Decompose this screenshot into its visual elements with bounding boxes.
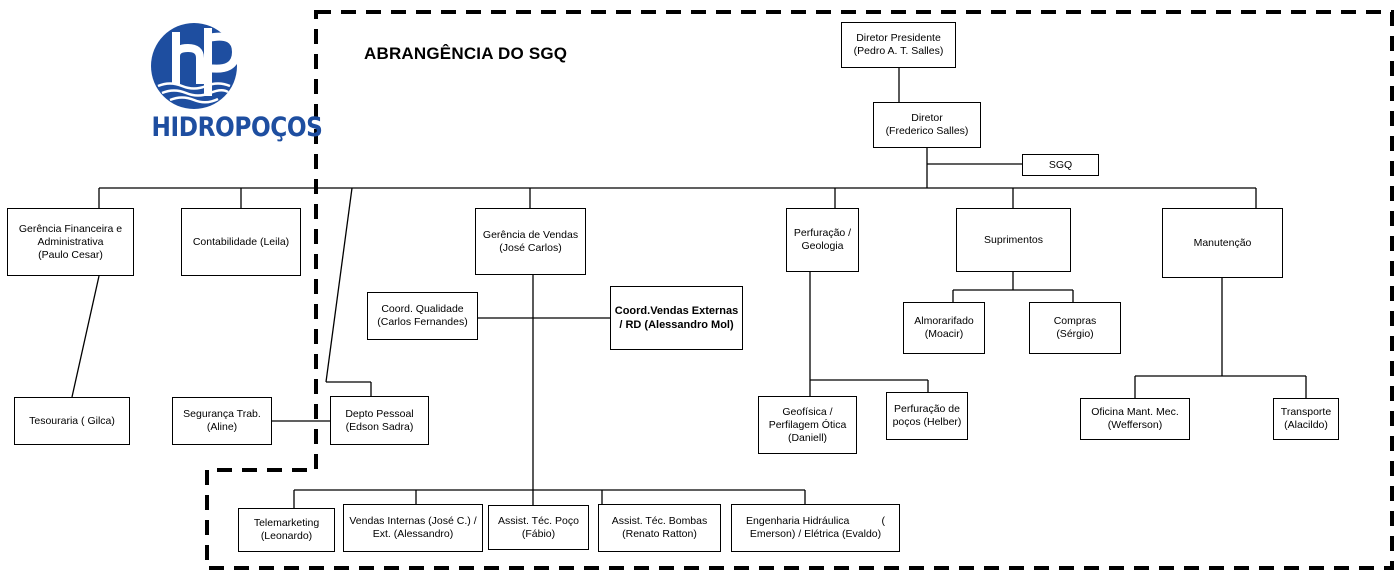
node-diretor: Diretor(Frederico Salles) xyxy=(873,102,981,148)
node-vendas-internas: Vendas Internas (José C.) /Ext. (Alessan… xyxy=(343,504,483,552)
node-geofisica: Geofísica /Perfilagem Ótica(Daniell) xyxy=(758,396,857,454)
node-assist-poco: Assist. Téc. Poço(Fábio) xyxy=(488,505,589,550)
node-engenharia: Engenharia Hidráulica (Emerson) / Elétri… xyxy=(731,504,900,552)
node-gerencia-vendas: Gerência de Vendas(José Carlos) xyxy=(475,208,586,275)
node-perfuracao-geologia: Perfuração /Geologia xyxy=(786,208,859,272)
node-sgq: SGQ xyxy=(1022,154,1099,176)
node-diretor-presidente: Diretor Presidente(Pedro A. T. Salles) xyxy=(841,22,956,68)
node-compras: Compras(Sérgio) xyxy=(1029,302,1121,354)
node-seguranca-trab: Segurança Trab.(Aline) xyxy=(172,397,272,445)
hidropocos-emblem xyxy=(151,23,241,109)
node-manutencao: Manutenção xyxy=(1162,208,1283,278)
node-contabilidade: Contabilidade (Leila) xyxy=(181,208,301,276)
node-telemarketing: Telemarketing(Leonardo) xyxy=(238,508,335,552)
node-assist-bombas: Assist. Téc. Bombas(Renato Ratton) xyxy=(598,504,721,552)
node-transporte: Transporte(Alacildo) xyxy=(1273,398,1339,440)
brand-name: HIDROPOÇOS xyxy=(151,112,323,143)
node-oficina: Oficina Mant. Mec.(Wefferson) xyxy=(1080,398,1190,440)
node-depto-pessoal: Depto Pessoal(Edson Sadra) xyxy=(330,396,429,445)
node-almoxarifado: Almorarifado(Moacir) xyxy=(903,302,985,354)
node-suprimentos: Suprimentos xyxy=(956,208,1071,272)
node-coord-qualidade: Coord. Qualidade(Carlos Fernandes) xyxy=(367,292,478,340)
scope-title: ABRANGÊNCIA DO SGQ xyxy=(364,44,568,63)
sgq-scope-boundary xyxy=(205,10,1394,570)
node-coord-vendas-externas: Coord.Vendas Externas/ RD (Alessandro Mo… xyxy=(610,286,743,350)
hidropocos-logo: HIDROPOÇOS xyxy=(140,18,323,148)
node-tesouraria: Tesouraria ( Gilca) xyxy=(14,397,130,445)
